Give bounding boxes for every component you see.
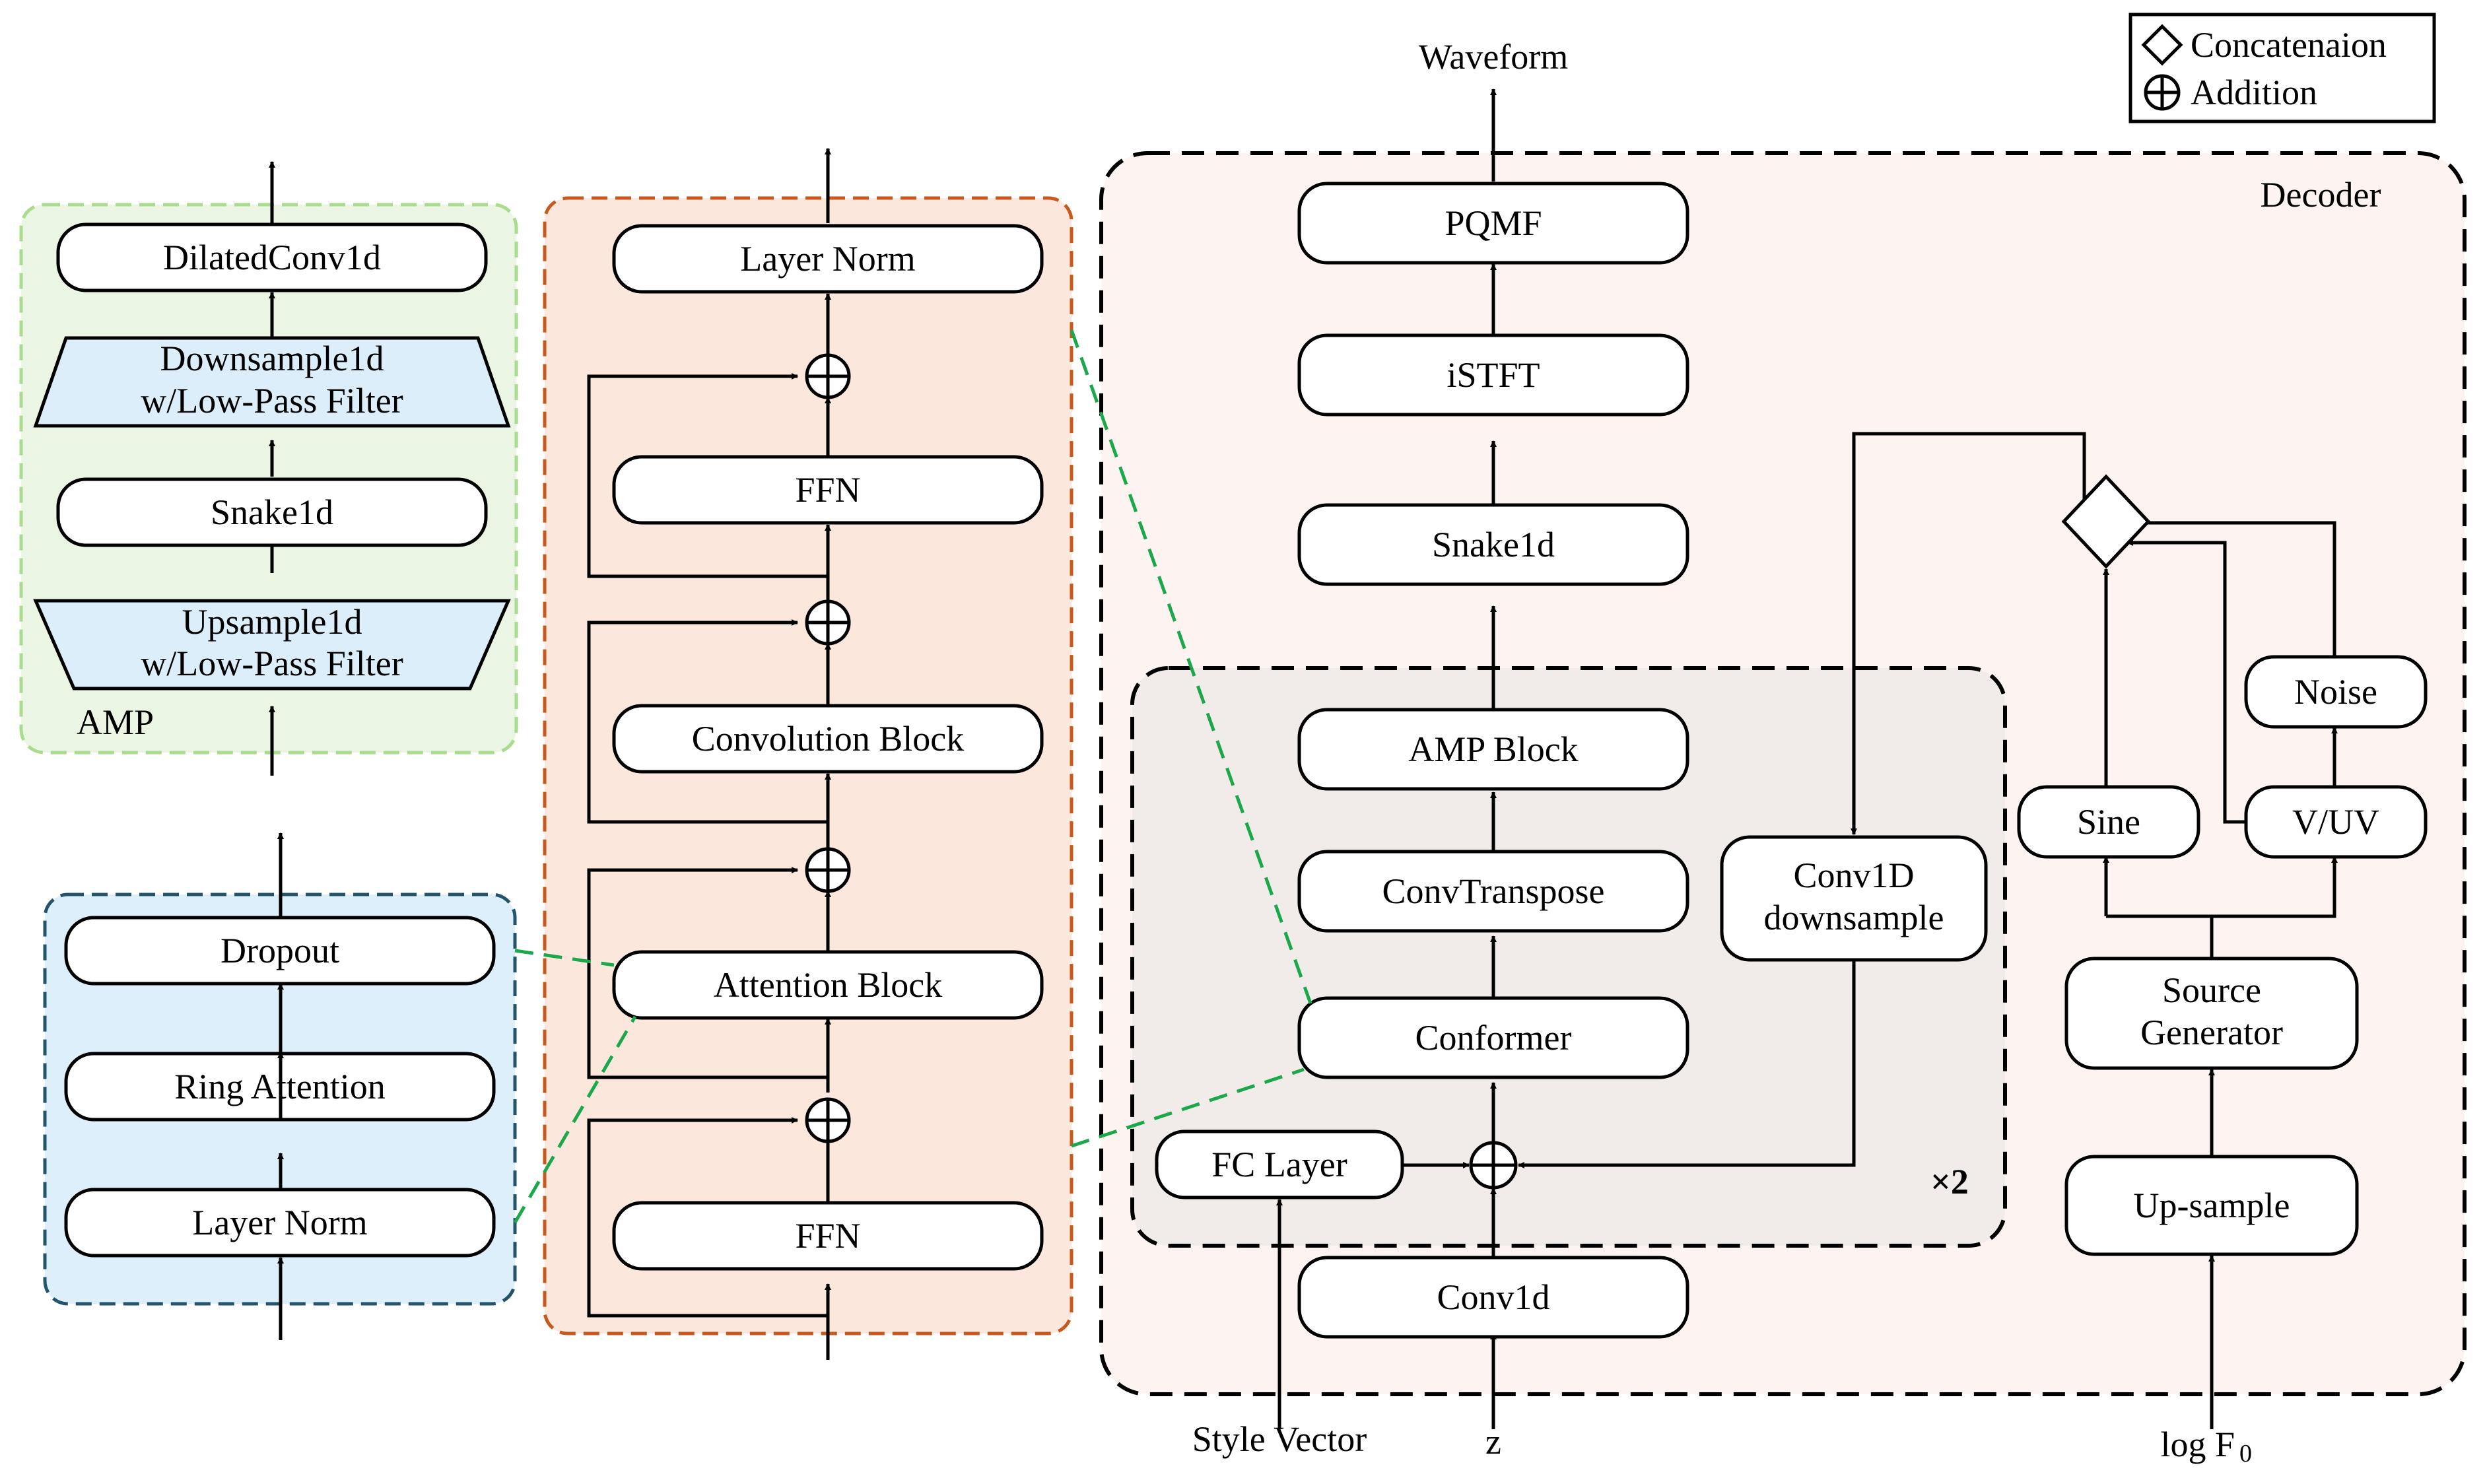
style-vector-input-label: Style Vector [1192,1419,1367,1459]
attention-stack: Dropout Ring Attention Layer Norm [64,832,496,1340]
decoder-snake-node [1297,503,1689,586]
logf0-subscript: 0 [2239,1440,2252,1467]
attention-block-node [612,950,1044,1020]
concat-node [2061,474,2151,569]
amp-stack: DilatedConv1d Downsample1d w/Low-Pass Fi… [33,161,511,776]
dropout-node [64,916,496,986]
legend-box [2128,13,2436,123]
waveform-output-label: Waveform [1419,37,1569,77]
logf0-input-label: log F [2160,1425,2235,1464]
fc-layer-label: FC Layer [1211,1145,1347,1184]
legend-concat-label: Concatenaion [2191,25,2387,65]
repeat-block [1130,666,2007,1248]
source-generator-label-2: Generator [2140,1013,2283,1052]
sine-node [2017,785,2200,859]
dilatedconv-label: DilatedConv1d [163,238,381,277]
vuv-label: V/UV [2292,802,2379,842]
upsample-f0-label: Up-sample [2134,1186,2290,1225]
pqmf-label: PQMF [1445,203,1542,243]
pqmf-node [1297,182,1689,265]
istft-node [1297,333,1689,417]
downsample-node [33,336,511,428]
downsample-label-1: Downsample1d [160,339,384,378]
ffn-bottom-label: FFN [795,1216,860,1256]
noise-node [2244,655,2428,729]
convtranspose-node [1297,850,1689,933]
decoder-main: Waveform Decoder PQMF iSTFT Snake1d AMP … [1155,37,2381,1462]
attention-layernorm-label: Layer Norm [192,1203,367,1242]
conv1d-downsample-label-1: Conv1D [1793,856,1914,895]
link-dropout-attention [514,949,615,967]
upsample-f0-node [2064,1155,2359,1256]
decoder-snake-label: Snake1d [1432,525,1555,564]
upsample-node [33,599,511,691]
conformer-layernorm-node [612,224,1044,294]
convtranspose-label: ConvTranspose [1382,871,1604,911]
ffn-top-label: FFN [795,470,860,510]
concat-symbol-icon [2141,24,2183,66]
ffn-top-node [612,455,1044,525]
vuv-node [2244,785,2428,859]
repeat-mark: ×2 [1930,1162,1969,1201]
source-generator-label-1: Source [2162,970,2261,1010]
dropout-label: Dropout [221,931,339,970]
istft-label: iSTFT [1447,355,1540,395]
convolution-block-label: Convolution Block [692,719,965,759]
decoder-title: Decoder [2261,175,2381,215]
z-input-label: z [1485,1422,1501,1462]
amp-caption: AMP [77,702,154,742]
amp-block-label: AMP Block [1408,729,1579,769]
downsample-label-2: w/Low-Pass Filter [141,381,403,421]
convolution-block-node [612,704,1044,774]
attention-block-label: Attention Block [714,965,942,1005]
ffn-bottom-node [612,1201,1044,1271]
link-conformer-top [1070,329,1312,1004]
attention-layernorm-node [64,1188,496,1258]
conformer-layernorm-label: Layer Norm [740,239,915,279]
conv1d-downsample-label-2: downsample [1764,898,1944,937]
addition-symbol-cross [2146,76,2179,109]
amp-block-node [1297,708,1689,791]
upsample-label-2: w/Low-Pass Filter [141,644,403,683]
conv1d-node [1297,1256,1689,1339]
amp-snake-node [56,477,488,547]
conformer-stack: Layer Norm FFN Convolution Block Attenti… [587,148,1044,1360]
link-layernorm-attention [513,1015,637,1224]
upsample-label-1: Upsample1d [182,602,362,642]
conformer-label: Conformer [1415,1018,1572,1058]
source-generator-node [2064,957,2359,1070]
conv1d-label: Conv1d [1437,1277,1549,1317]
link-conformer-bottom [1071,1067,1305,1148]
dilatedconv-node [56,222,488,292]
noise-label: Noise [2294,672,2377,712]
source-branch: Sine V/UV Noise Source Generator Up-samp… [2017,474,2428,1467]
legend-addition-label: Addition [2191,73,2317,112]
amp-snake-label: Snake1d [211,492,333,532]
sine-label: Sine [2077,802,2140,842]
conformer-node [1297,996,1689,1079]
